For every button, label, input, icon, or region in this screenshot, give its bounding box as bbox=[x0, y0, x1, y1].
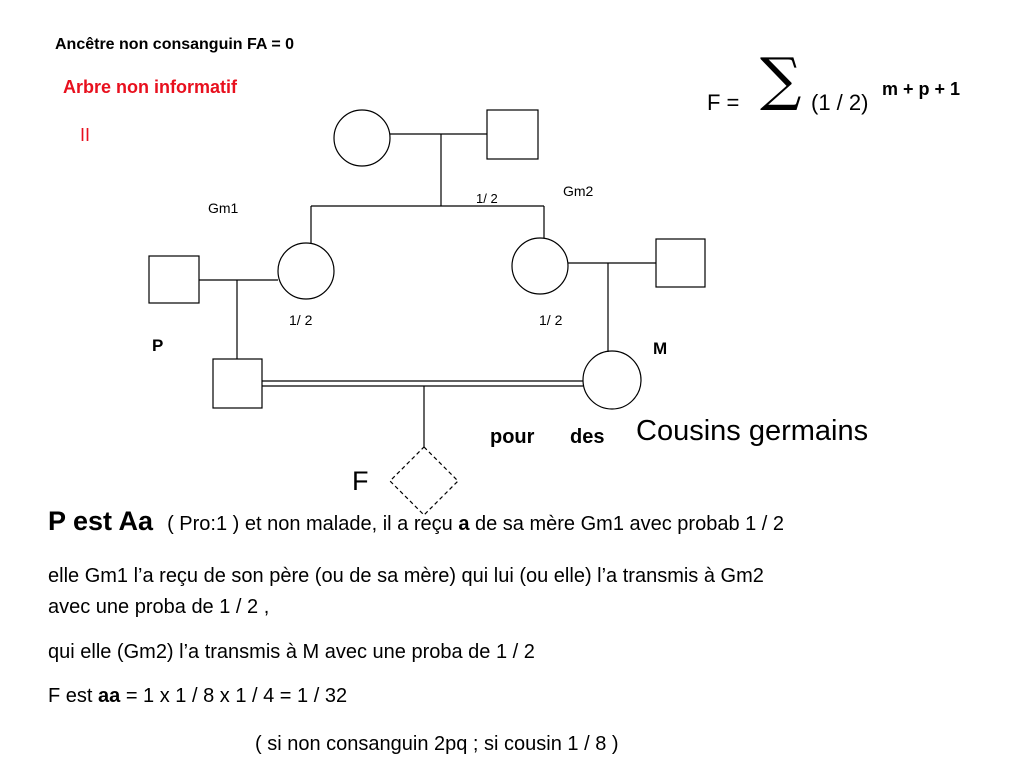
gm1-label: Gm1 bbox=[208, 200, 239, 216]
explanation-line-3: avec une proba de 1 / 2 , bbox=[48, 596, 270, 618]
explanation-line-2: elle Gm1 l’a reçu de son père (ou de sa … bbox=[48, 565, 764, 587]
prob-left-label: 1/ 2 bbox=[289, 312, 313, 328]
ancestor-note: Ancêtre non consanguin FA = 0 bbox=[55, 36, 294, 53]
caption-des: des bbox=[570, 426, 605, 448]
gm1-symbol bbox=[277, 242, 335, 300]
explanation-line-1: P est Aa ( Pro:1 ) et non malade, il a re… bbox=[48, 506, 784, 537]
explanation-line-6: ( si non consanguin 2pq ; si cousin 1 / … bbox=[255, 733, 619, 755]
gm2-symbol bbox=[511, 237, 569, 295]
ancestor-female-symbol bbox=[333, 109, 391, 167]
p-symbol bbox=[212, 358, 263, 409]
roman-mark: II bbox=[80, 125, 91, 145]
formula-base: (1 / 2) bbox=[811, 90, 869, 115]
line5-part-a: F est bbox=[48, 685, 99, 707]
p-genotype-heading: P est Aa bbox=[48, 506, 154, 536]
tree-note: Arbre non informatif bbox=[63, 77, 237, 97]
sigma-symbol: ∑ bbox=[760, 45, 802, 113]
gm2-label: Gm2 bbox=[563, 183, 594, 199]
formula-lhs: F = bbox=[707, 90, 740, 115]
f-symbol bbox=[389, 446, 459, 516]
p-father-symbol bbox=[148, 255, 200, 304]
explanation-line-4: qui elle (Gm2) l’a transmis à M avec une… bbox=[48, 641, 535, 663]
line1-part-a: ( Pro:1 ) et non malade, il a reçu bbox=[167, 513, 459, 535]
line5-part-c: = 1 x 1 / 8 x 1 / 4 = 1 / 32 bbox=[120, 685, 348, 707]
m-label: M bbox=[653, 339, 668, 358]
prob-right-label: 1/ 2 bbox=[539, 312, 563, 328]
line1-allele: a bbox=[458, 513, 470, 535]
line1-part-c: de sa mère Gm1 avec probab 1 / 2 bbox=[469, 513, 785, 535]
f-label: F bbox=[352, 466, 369, 496]
explanation-line-5: F est aa = 1 x 1 / 8 x 1 / 4 = 1 / 32 bbox=[48, 685, 347, 708]
m-father-symbol bbox=[655, 238, 706, 288]
m-symbol bbox=[582, 350, 642, 410]
line5-genotype: aa bbox=[98, 685, 121, 707]
p-label: P bbox=[152, 336, 164, 355]
caption-cousins: Cousins germains bbox=[636, 415, 869, 447]
ancestor-male-symbol bbox=[486, 109, 539, 160]
caption-pour: pour bbox=[490, 426, 535, 448]
prob-top-label: 1/ 2 bbox=[476, 191, 498, 206]
formula-exponent: m + p + 1 bbox=[882, 79, 961, 99]
